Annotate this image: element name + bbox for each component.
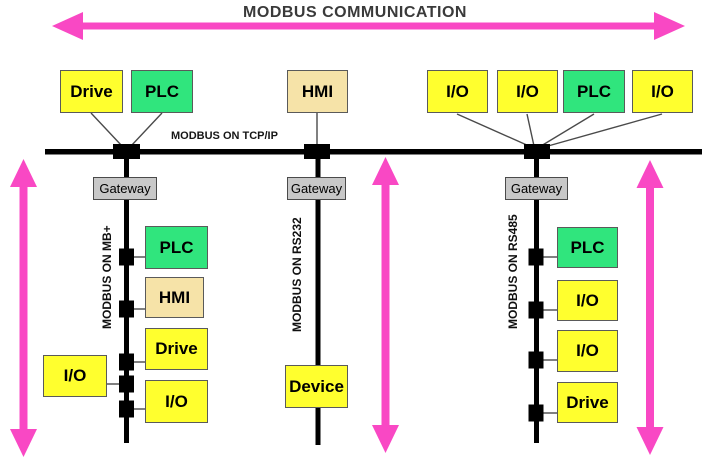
diagram-title: MODBUS COMMUNICATION [243, 4, 467, 21]
connector-line [547, 113, 663, 147]
junction-tap [304, 144, 330, 159]
device-box-plc: PLC [563, 70, 625, 113]
device-box-hmi: HMI [287, 70, 348, 113]
device-box-io: I/O [557, 330, 618, 372]
v-arrow-bottom-head [372, 425, 399, 453]
device-box-io-side: I/O [43, 355, 107, 397]
v-arrow-top-head [636, 160, 664, 188]
device-box-io: I/O [145, 380, 208, 423]
middle-vertical-arrow [372, 157, 399, 453]
device-box-device: Device [285, 365, 348, 408]
junction-tap [119, 400, 134, 418]
connector-line [90, 112, 123, 147]
connector-line [130, 112, 163, 147]
v-arrow-bottom-head [636, 427, 664, 455]
junction-tap [528, 404, 544, 422]
tcpip-bus-line [45, 149, 702, 155]
device-box-drive: Drive [557, 382, 618, 423]
h-arrow-left-head [52, 12, 83, 40]
v-arrow-shaft [19, 183, 28, 431]
v-arrow-shaft [381, 182, 390, 428]
device-box-drive: Drive [60, 70, 123, 113]
device-box-io: I/O [632, 70, 693, 113]
junction-tap [528, 248, 544, 266]
bus-lines [45, 149, 702, 445]
protocol-label-rs232: MODBUS ON RS232 [290, 217, 304, 333]
junction-tap [119, 248, 134, 266]
connector-line [540, 113, 595, 147]
junction-tap [119, 353, 134, 371]
connector-line [456, 113, 530, 147]
junction-tap [119, 375, 134, 393]
device-box-io: I/O [557, 280, 618, 321]
v-arrow-bottom-head [10, 429, 37, 457]
rs485-sub-bus [534, 152, 539, 443]
device-box-plc: PLC [145, 226, 208, 269]
mbplus-sub-bus [124, 152, 129, 443]
v-arrow-top-head [10, 159, 37, 187]
connector-lines [90, 112, 663, 414]
gateway-box: Gateway [287, 177, 346, 200]
device-box-io: I/O [497, 70, 558, 113]
connector-line [526, 113, 535, 147]
device-box-drive: Drive [145, 328, 208, 370]
gateway-box: Gateway [505, 177, 568, 200]
gateway-box: Gateway [93, 177, 157, 200]
v-arrow-top-head [372, 157, 399, 185]
left-vertical-arrow [10, 159, 37, 457]
device-box-plc: PLC [557, 227, 618, 268]
rs232-sub-bus [315, 152, 321, 445]
device-box-hmi: HMI [145, 277, 204, 318]
junction-tap [113, 144, 140, 159]
tcpip-bus-label: MODBUS ON TCP/IP [171, 130, 278, 142]
h-arrow-shaft [78, 22, 658, 30]
protocol-label-rs485: MODBUS ON RS485 [506, 214, 520, 330]
v-arrow-shaft [646, 185, 654, 428]
modbus-communication-arrow [52, 12, 685, 40]
right-vertical-arrow [636, 160, 664, 455]
junction-tap [528, 351, 544, 369]
device-box-io: I/O [427, 70, 488, 113]
junction-tap [528, 301, 544, 319]
junction-tap [119, 300, 134, 318]
bus-junctions [113, 144, 550, 422]
junction-tap [524, 144, 550, 159]
protocol-label-mbplus: MODBUS ON MB+ [100, 225, 114, 329]
device-box-plc: PLC [131, 70, 193, 113]
h-arrow-right-head [654, 12, 685, 40]
